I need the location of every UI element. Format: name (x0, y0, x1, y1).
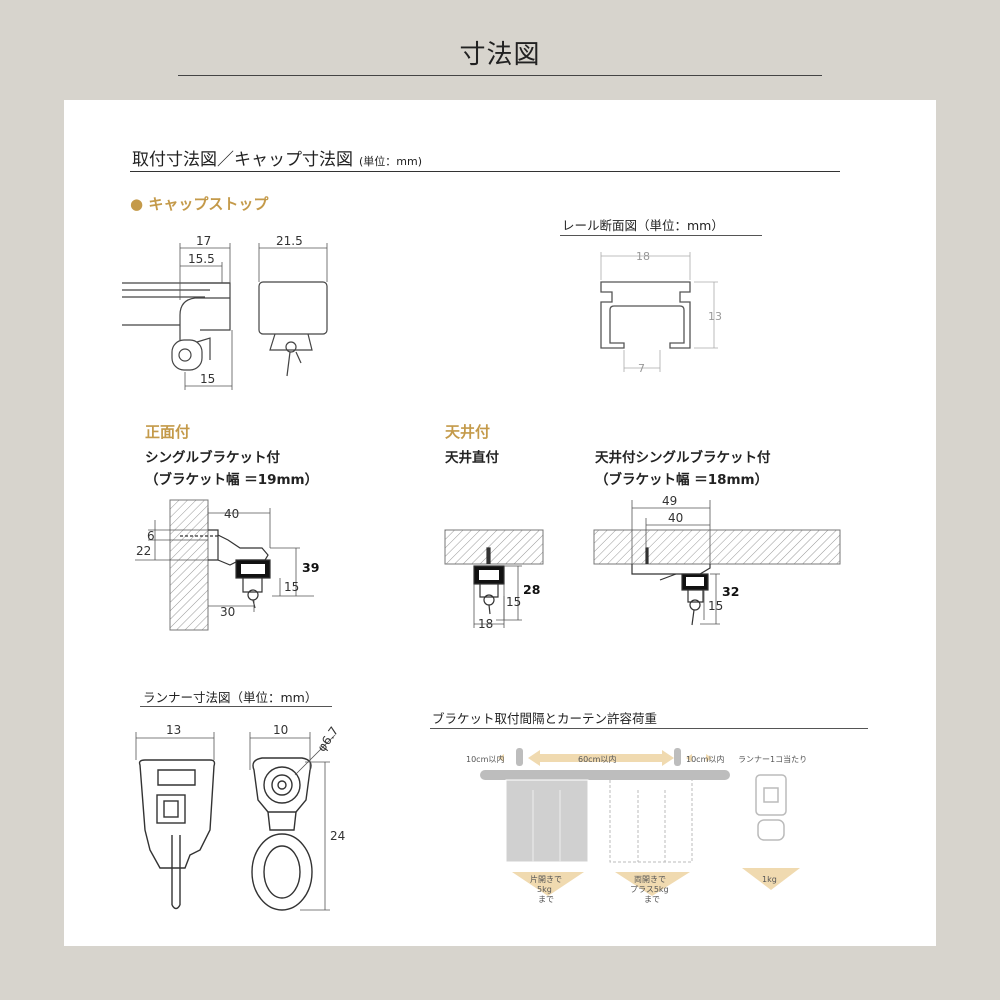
runner-icon (755, 774, 787, 841)
ceiling-bracket-subtitle: （ブラケット幅 ＝18mm） (595, 472, 769, 488)
runner-dims (135, 732, 336, 911)
ceiling-direct-dim-a: 28 (523, 582, 540, 597)
load-one-side-2: 5kg (537, 885, 552, 894)
front-dim-b: 6 (147, 529, 155, 543)
load-down-arrows (512, 868, 800, 896)
cap-dim-b: 15.5 (188, 252, 215, 266)
front-mount-label: 正面付 (145, 423, 191, 441)
ceiling-bracket-dim-c: 32 (722, 584, 739, 599)
ceiling-slab-bracket (593, 529, 841, 565)
runner-dim-a: 13 (166, 723, 181, 737)
section-title-text: 取付寸法図／キャップ寸法図 (132, 150, 353, 170)
section-title: 取付寸法図／キャップ寸法図 (単位：mm) (132, 145, 422, 170)
ceiling-direct-dim-c: 18 (478, 617, 493, 631)
runner-dim-b: 10 (273, 723, 288, 737)
front-dims (135, 508, 314, 612)
ceiling-bracket-dim-a: 49 (662, 494, 677, 508)
runner-front-view (251, 757, 313, 911)
load-middle-gap: 60cm以内 (578, 754, 616, 764)
rail-section-shape (600, 281, 691, 349)
ceiling-direct-title: 天井直付 (445, 450, 499, 466)
rail-dim-h: 13 (708, 310, 722, 323)
load-runner-label: ランナー1コ当たり (738, 754, 807, 764)
ceiling-bracket-shape (631, 547, 711, 626)
cap-dim-d: 15 (200, 372, 215, 386)
runner-dim-c: φ6.7 (314, 724, 341, 754)
load-title: ブラケット取付間隔とカーテン許容荷重 (432, 711, 658, 726)
cap-dim-a: 17 (196, 234, 211, 248)
front-mount-subtitle: （ブラケット幅 ＝19mm） (145, 472, 319, 488)
runner-rule (140, 706, 332, 707)
runner-dim-d: 24 (330, 829, 345, 843)
load-one-side-3: まで (538, 895, 554, 904)
rail-section-dims (600, 252, 718, 372)
load-right-gap: 10cm以内 (686, 754, 724, 764)
ceiling-mount-label: 天井付 (445, 423, 491, 441)
cap-stop-front-view (258, 281, 328, 377)
load-both-sides-3: まで (644, 895, 660, 904)
front-bracket (180, 529, 271, 609)
load-left-gap: 10cm以内 (466, 754, 504, 764)
cap-stop-dims (179, 243, 328, 390)
rail-section-rule (560, 235, 762, 236)
ceiling-direct-dims (473, 565, 522, 628)
rail-section-title: レール断面図（単位：mm） (562, 218, 724, 233)
load-both-sides-2: プラス5kg (630, 885, 669, 894)
load-arrows (498, 750, 712, 766)
front-dim-e: 15 (284, 580, 299, 594)
runner-side-view (138, 759, 216, 910)
page-title: 寸法図 (459, 40, 541, 70)
rail-dim-gap: 7 (638, 362, 645, 375)
ceiling-bracket-title: 天井付シングルブラケット付 (595, 450, 771, 466)
title-divider (178, 75, 822, 76)
front-dim-a: 40 (224, 507, 239, 521)
section-unit: (単位：mm) (359, 155, 423, 168)
load-rule (430, 728, 868, 729)
curtain-solid (505, 779, 589, 863)
ceiling-direct-dim-b: 15 (506, 595, 521, 609)
load-runner-weight: 1kg (762, 875, 777, 884)
front-dim-c: 22 (136, 544, 151, 558)
ceiling-direct-rail (473, 547, 505, 615)
curtain-dashed (609, 780, 693, 863)
load-one-side-1: 片開きで (530, 874, 562, 884)
ceiling-bracket-dim-b: 40 (668, 511, 683, 525)
rail-dim-w: 18 (636, 250, 650, 263)
section-divider (130, 171, 840, 172)
content-panel (64, 100, 936, 946)
front-dim-f: 30 (220, 605, 235, 619)
load-rail (480, 748, 730, 780)
ceiling-bracket-dim-d: 15 (708, 599, 723, 613)
ceiling-bracket-dims (631, 500, 720, 625)
ceiling-slab-direct (444, 529, 544, 565)
cap-stop-heading: ● キャップストップ (130, 195, 269, 213)
front-wall (169, 499, 209, 631)
load-both-sides-1: 両開きで (634, 875, 666, 884)
cap-stop-label: キャップストップ (148, 195, 269, 213)
runner-title: ランナー寸法図（単位：mm） (143, 690, 318, 705)
front-dim-d: 39 (302, 560, 319, 575)
cap-stop-side-view (122, 282, 231, 371)
front-mount-title: シングルブラケット付 (145, 450, 280, 466)
cap-dim-c: 21.5 (276, 234, 303, 248)
